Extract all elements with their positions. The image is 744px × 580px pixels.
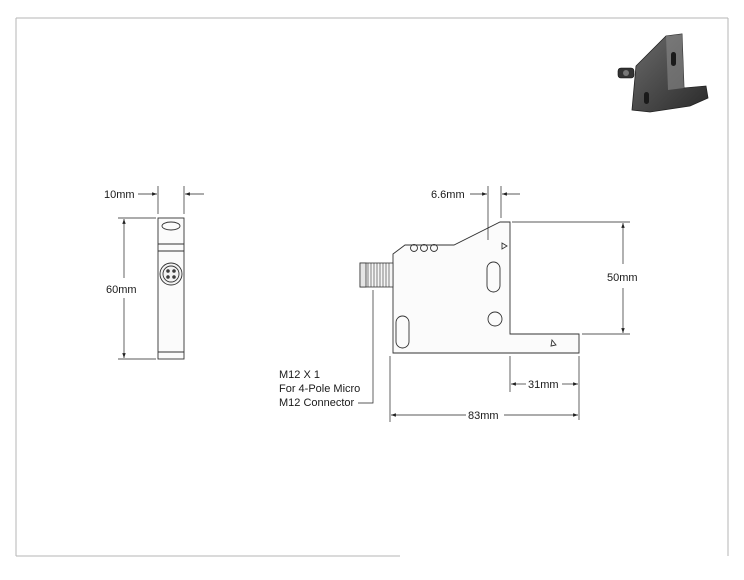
dim-overall-length-label: 83mm bbox=[468, 410, 499, 422]
connector-note-line1: M12 X 1 bbox=[279, 369, 320, 381]
dim-side-height-label: 60mm bbox=[106, 284, 137, 296]
dim-face-offset-label: 6.6mm bbox=[431, 189, 465, 201]
front-view bbox=[392, 221, 580, 354]
m12-connector bbox=[359, 262, 394, 288]
dim-side-width bbox=[138, 186, 204, 214]
sheet-border bbox=[15, 17, 729, 557]
connector-note-line2: For 4-Pole Micro bbox=[279, 383, 360, 395]
connector-leader bbox=[358, 290, 374, 404]
isometric-view bbox=[617, 33, 709, 113]
dim-foot-length-label: 31mm bbox=[528, 379, 559, 391]
connector-note: M12 X 1 For 4-Pole Micro M12 Connector bbox=[279, 369, 360, 409]
dim-face-offset bbox=[470, 186, 520, 240]
dim-side-height bbox=[118, 217, 156, 360]
dim-tall-height bbox=[512, 221, 630, 335]
dim-overall-length bbox=[389, 356, 578, 422]
dim-tall-height-label: 50mm bbox=[607, 272, 638, 284]
side-view bbox=[157, 217, 185, 360]
connector-note-line3: M12 Connector bbox=[279, 397, 355, 409]
dim-side-width-label: 10mm bbox=[104, 189, 135, 201]
dim-foot-length bbox=[509, 356, 580, 420]
